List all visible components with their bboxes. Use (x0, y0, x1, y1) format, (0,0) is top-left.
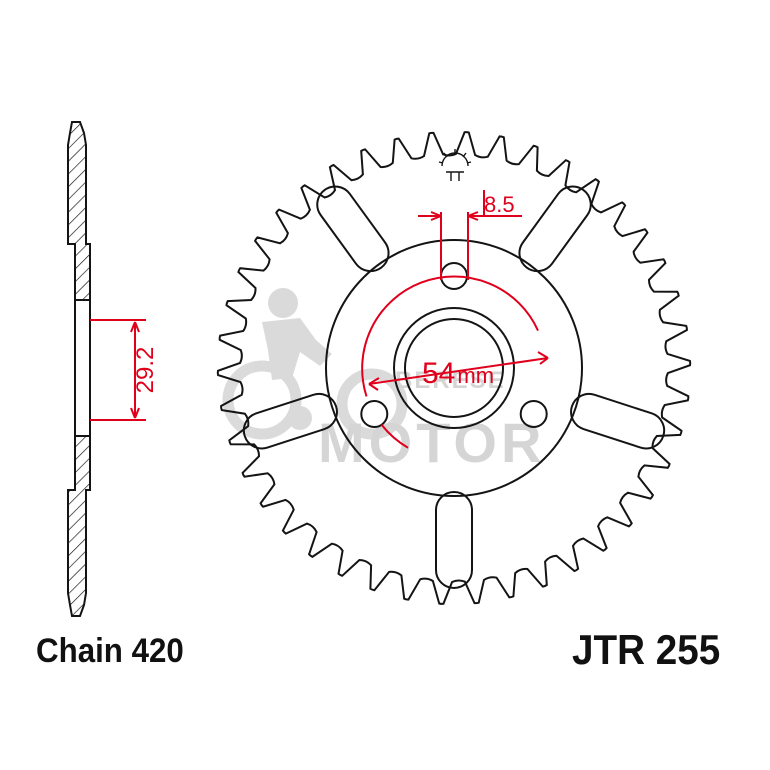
bolt-hole (360, 400, 389, 428)
lightening-slot (435, 491, 473, 589)
chain-size-label: Chain 420 (36, 632, 184, 670)
watermark-bottom-text: MOTOR (318, 411, 545, 474)
profile-lower-section (67, 435, 91, 617)
lightening-slot (518, 185, 592, 273)
offset-dimension (90, 319, 146, 421)
bolt-hole (519, 400, 548, 428)
sprocket-front-view (216, 131, 692, 605)
bolt-holes (360, 262, 548, 428)
watermark: BERESE MOTOR (222, 288, 545, 474)
bolt-circle-arc-lower (380, 423, 409, 449)
bolt-circle-dimension (361, 275, 549, 449)
lightening-slot (316, 185, 390, 273)
jt-sprocket-logo-icon (438, 149, 472, 181)
sprocket-teeth-outline (216, 131, 692, 605)
bolt-circle-unit: mm (457, 363, 494, 388)
side-profile-view: 29.2 (67, 121, 159, 617)
part-number-label: JTR 255 (572, 626, 721, 673)
bolt-circle-number: 54 (422, 357, 455, 390)
profile-upper-section (67, 121, 91, 301)
hub-ring (393, 307, 515, 429)
lightening-slot (570, 392, 666, 450)
offset-value: 29.2 (132, 347, 159, 394)
sprocket-inner-circle (325, 239, 583, 497)
bolt-circle-value: 54mm (422, 357, 494, 390)
slot-width-dimension (418, 190, 522, 280)
lightening-slots (242, 185, 666, 589)
lightening-slot (242, 392, 338, 450)
slot-width-value: 8.5 (484, 192, 515, 217)
profile-web (74, 299, 91, 437)
center-bore (404, 318, 504, 418)
